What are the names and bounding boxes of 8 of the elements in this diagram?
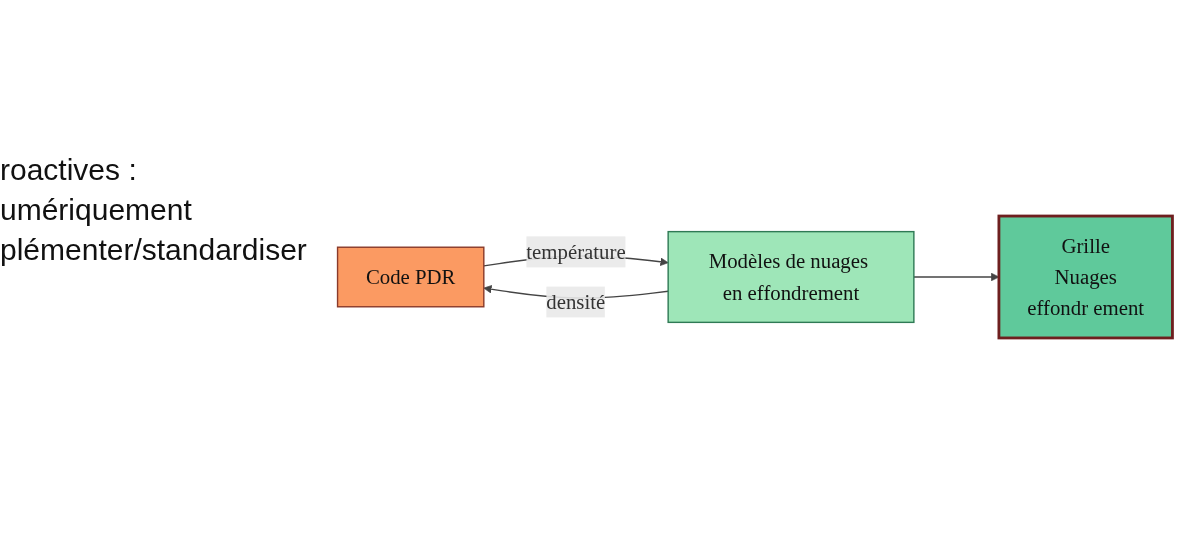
note-text: umériquement xyxy=(0,192,193,228)
edge-label: densité xyxy=(546,290,606,314)
node-box: Code PDR xyxy=(336,246,485,308)
edge-label: température xyxy=(526,240,626,264)
note-text: plémenter/standardiser xyxy=(0,232,308,268)
note-text: roactives : xyxy=(0,152,138,188)
node-box: Modèles de nuages en effondrement xyxy=(667,230,915,324)
node-box: Grille Nuages effondr ement xyxy=(997,214,1174,340)
